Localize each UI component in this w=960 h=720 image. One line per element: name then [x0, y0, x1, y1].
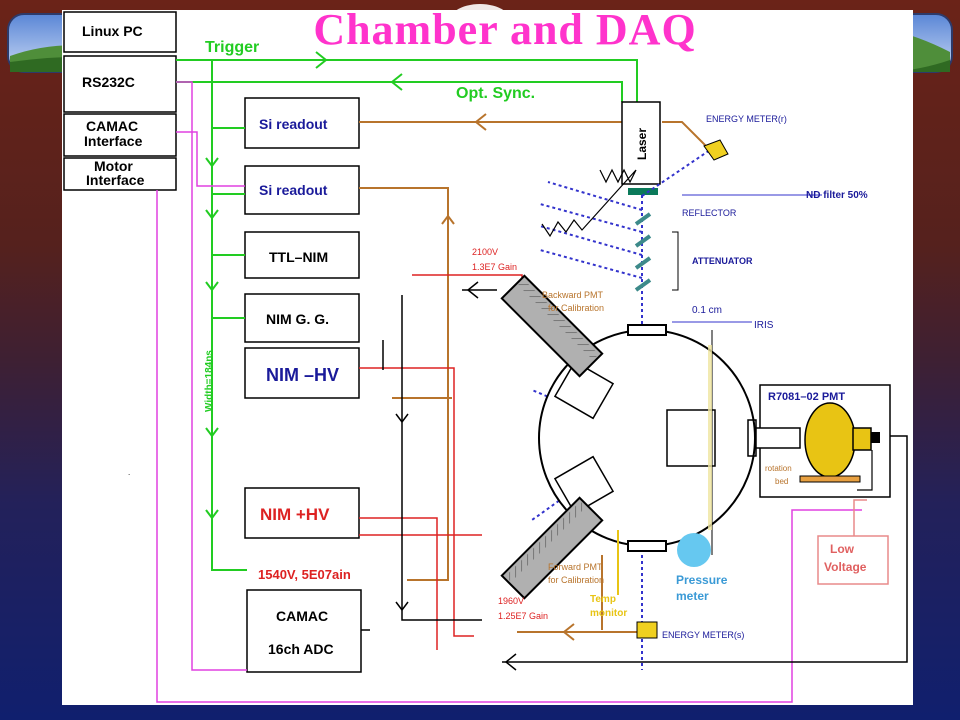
reflector-label: REFLECTOR [682, 208, 737, 218]
signal-wiring [361, 281, 908, 671]
pmt-wire [857, 450, 873, 491]
rotation-bed-label-1: rotation [765, 464, 792, 473]
ttl-nim-box: TTL–NIM [244, 231, 360, 279]
backward-gain-label: 1.3E7 Gain [472, 262, 517, 272]
forward-hv-label: 1960V [498, 596, 524, 606]
camac-label: CAMAC [276, 608, 328, 624]
camac-interface-label-2: Interface [84, 133, 143, 149]
pressure-meter-label-2: meter [676, 589, 709, 603]
ttl-nim-label: TTL–NIM [269, 249, 328, 265]
iris-size-label: 0.1 cm [692, 305, 722, 316]
si-readout-2-label: Si readout [259, 182, 328, 198]
motor-interface-box: Motor Interface [63, 157, 177, 191]
backward-pmt-label-2: for Calibration [548, 303, 604, 313]
low-voltage-wire [853, 499, 867, 536]
si-readout-2-box: Si readout [244, 165, 360, 215]
si-readout-1-label: Si readout [259, 116, 328, 132]
trigger-wiring [176, 51, 638, 571]
iris-label: IRIS [754, 320, 774, 331]
energy-meter-s-icon [636, 621, 658, 639]
motor-interface-label-2: Interface [86, 172, 145, 188]
laser-label: Laser [635, 128, 649, 160]
daq-diagram-svg: Linux PC RS232C CAMAC Interface Motor In… [63, 11, 908, 703]
hv-wiring [359, 274, 523, 650]
backward-pmt-label-1: Backward PMT [542, 290, 604, 300]
camac-interface-box: CAMAC Interface [63, 113, 177, 157]
camac-adc-box: CAMAC 16ch ADC [246, 589, 362, 673]
slide-title: Chamber and DAQ [313, 5, 697, 54]
nim-neg-hv-label: NIM –HV [266, 365, 339, 385]
nim-gg-label: NIM G. G. [266, 311, 329, 327]
beam-dump-zigzag [541, 168, 637, 238]
r7081-pmt-box: R7081–02 PMT rotation bed [755, 384, 891, 498]
si-readout-1-box: Si readout [244, 97, 360, 149]
forward-pmt [500, 496, 604, 600]
backward-pmt [500, 274, 604, 378]
nim-gg-box: NIM G. G. [244, 293, 360, 343]
backward-hv-label: 2100V [472, 247, 498, 257]
nim-pos-hv-label: NIM +HV [260, 505, 330, 524]
opt-sync-label: Opt. Sync. [456, 85, 535, 102]
pressure-meter-icon [677, 533, 711, 567]
low-voltage-box: Low Voltage [817, 535, 889, 585]
temp-monitor-label-2: monitor [590, 608, 627, 619]
nd-filter-label: ND filter 50% [806, 190, 868, 201]
laser-unit: Laser [621, 101, 661, 195]
r7081-pmt-label: R7081–02 PMT [768, 391, 845, 403]
motor-interface-label-1: Motor [94, 158, 133, 174]
trigger-label: Trigger [205, 39, 259, 56]
attenuator-bracket [672, 231, 679, 291]
camac-hv-label: 1540V, 5E07ain [258, 567, 351, 582]
pmt-bulb [804, 402, 856, 478]
forward-gain-label: 1.25E7 Gain [498, 611, 548, 621]
reflectors [634, 212, 652, 292]
vacuum-chamber [538, 324, 757, 555]
camac-interface-label-1: CAMAC [86, 118, 138, 134]
linux-pc-box: Linux PC [63, 11, 177, 53]
si-signal-wiring [359, 113, 711, 641]
pressure-meter-label-1: Pressure [676, 573, 728, 587]
rotation-bed-label-2: bed [775, 477, 788, 486]
nim-neg-hv-box: NIM –HV [244, 347, 360, 399]
temp-monitor-label-1: Temp [590, 594, 616, 605]
low-voltage-label-1: Low [830, 542, 855, 556]
adc-label: 16ch ADC [268, 641, 334, 657]
attenuator-label: ATTENUATOR [692, 256, 753, 266]
magenta-wiring [156, 81, 862, 703]
linux-pc-label: Linux PC [82, 23, 143, 39]
rs232c-label: RS232C [82, 74, 135, 90]
forward-pmt-label-2: for Calibration [548, 575, 604, 585]
nim-pos-hv-box: NIM +HV [244, 487, 360, 539]
width-label: Width=184ns [204, 350, 215, 412]
rs232c-box: RS232C [63, 55, 177, 113]
daq-diagram: Linux PC RS232C CAMAC Interface Motor In… [62, 10, 913, 705]
low-voltage-label-2: Voltage [824, 560, 867, 574]
energy-meter-s-label: ENERGY METER(s) [662, 630, 744, 640]
stray-dot: . [128, 468, 130, 477]
energy-meter-r-label: ENERGY METER(r) [706, 114, 787, 124]
energy-meter-r-icon [703, 139, 729, 161]
forward-pmt-label-1: Forward PMT [548, 562, 603, 572]
